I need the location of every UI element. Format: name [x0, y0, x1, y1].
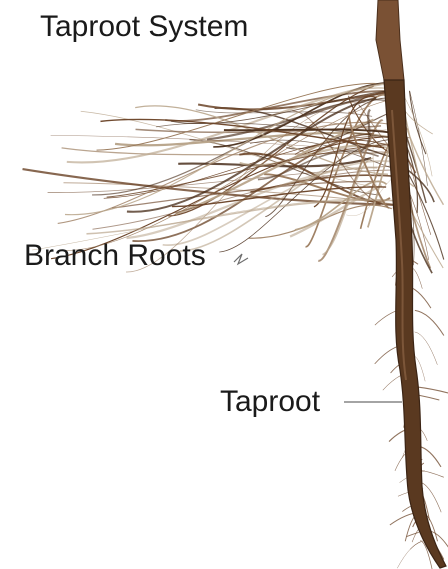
root-hair	[407, 532, 419, 536]
root-hair	[397, 540, 425, 568]
root-hair	[410, 542, 421, 550]
root-hair	[416, 387, 448, 394]
stem	[376, 0, 404, 82]
branch-roots-mass	[23, 82, 448, 569]
root-hair	[415, 310, 444, 335]
branch-roots-leader-line	[234, 254, 248, 264]
branch-roots-label: Branch Roots	[24, 241, 206, 271]
diagram-title: Taproot System	[40, 12, 248, 42]
taproot-label: Taproot	[220, 387, 320, 417]
root-hair	[419, 395, 439, 400]
root-hair	[412, 268, 423, 289]
taproot	[384, 80, 446, 568]
